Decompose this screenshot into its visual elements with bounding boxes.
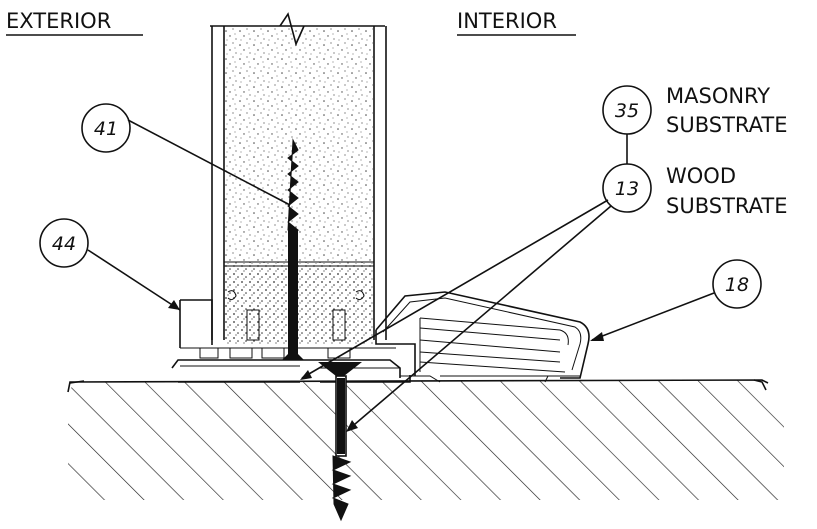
interior-label: INTERIOR (457, 9, 557, 33)
wood-label-1: WOOD (666, 164, 736, 188)
callout-18-circle (712, 259, 762, 309)
callout-13-circle (602, 163, 652, 213)
interior-trim (375, 291, 590, 379)
insulated-glass-unit (210, 12, 387, 345)
exterior-label: EXTERIOR (6, 9, 111, 33)
callout-44: 44 (39, 218, 181, 311)
interior-label-group: INTERIOR (457, 9, 576, 36)
screw-substrate (318, 362, 362, 522)
masonry-label-2: SUBSTRATE (666, 113, 787, 137)
callout-13-arrow (346, 420, 358, 432)
substrate-block (67, 379, 784, 500)
exterior-label-group: EXTERIOR (6, 9, 143, 36)
callout-44-arrow (168, 300, 180, 310)
callout-35-label: 35 (615, 100, 639, 122)
callout-18-arrow (590, 332, 604, 341)
callout-44-leader (87, 249, 181, 311)
callout-35-arrow (300, 370, 312, 380)
callout-13: 13 WOOD SUBSTRATE (300, 163, 787, 432)
callout-18-leader (591, 292, 715, 341)
callout-41-label: 41 (94, 118, 118, 140)
wood-label-2: SUBSTRATE (666, 194, 787, 218)
callout-44-circle (39, 218, 89, 268)
screw-41 (282, 138, 304, 360)
masonry-label-1: MASONRY (666, 84, 770, 108)
callout-18-label: 18 (725, 274, 749, 296)
callout-41-circle (81, 103, 131, 153)
callout-13-label: 13 (615, 178, 639, 200)
callout-44-label: 44 (52, 233, 76, 255)
break-line (279, 12, 305, 47)
callout-35: 35 MASONRY SUBSTRATE (602, 84, 787, 164)
callout-41: 41 (81, 103, 291, 206)
callout-18: 18 (590, 259, 762, 341)
callout-41-leader (127, 119, 291, 206)
callout-13-leader (347, 205, 612, 431)
callout-35-leader (301, 199, 609, 379)
